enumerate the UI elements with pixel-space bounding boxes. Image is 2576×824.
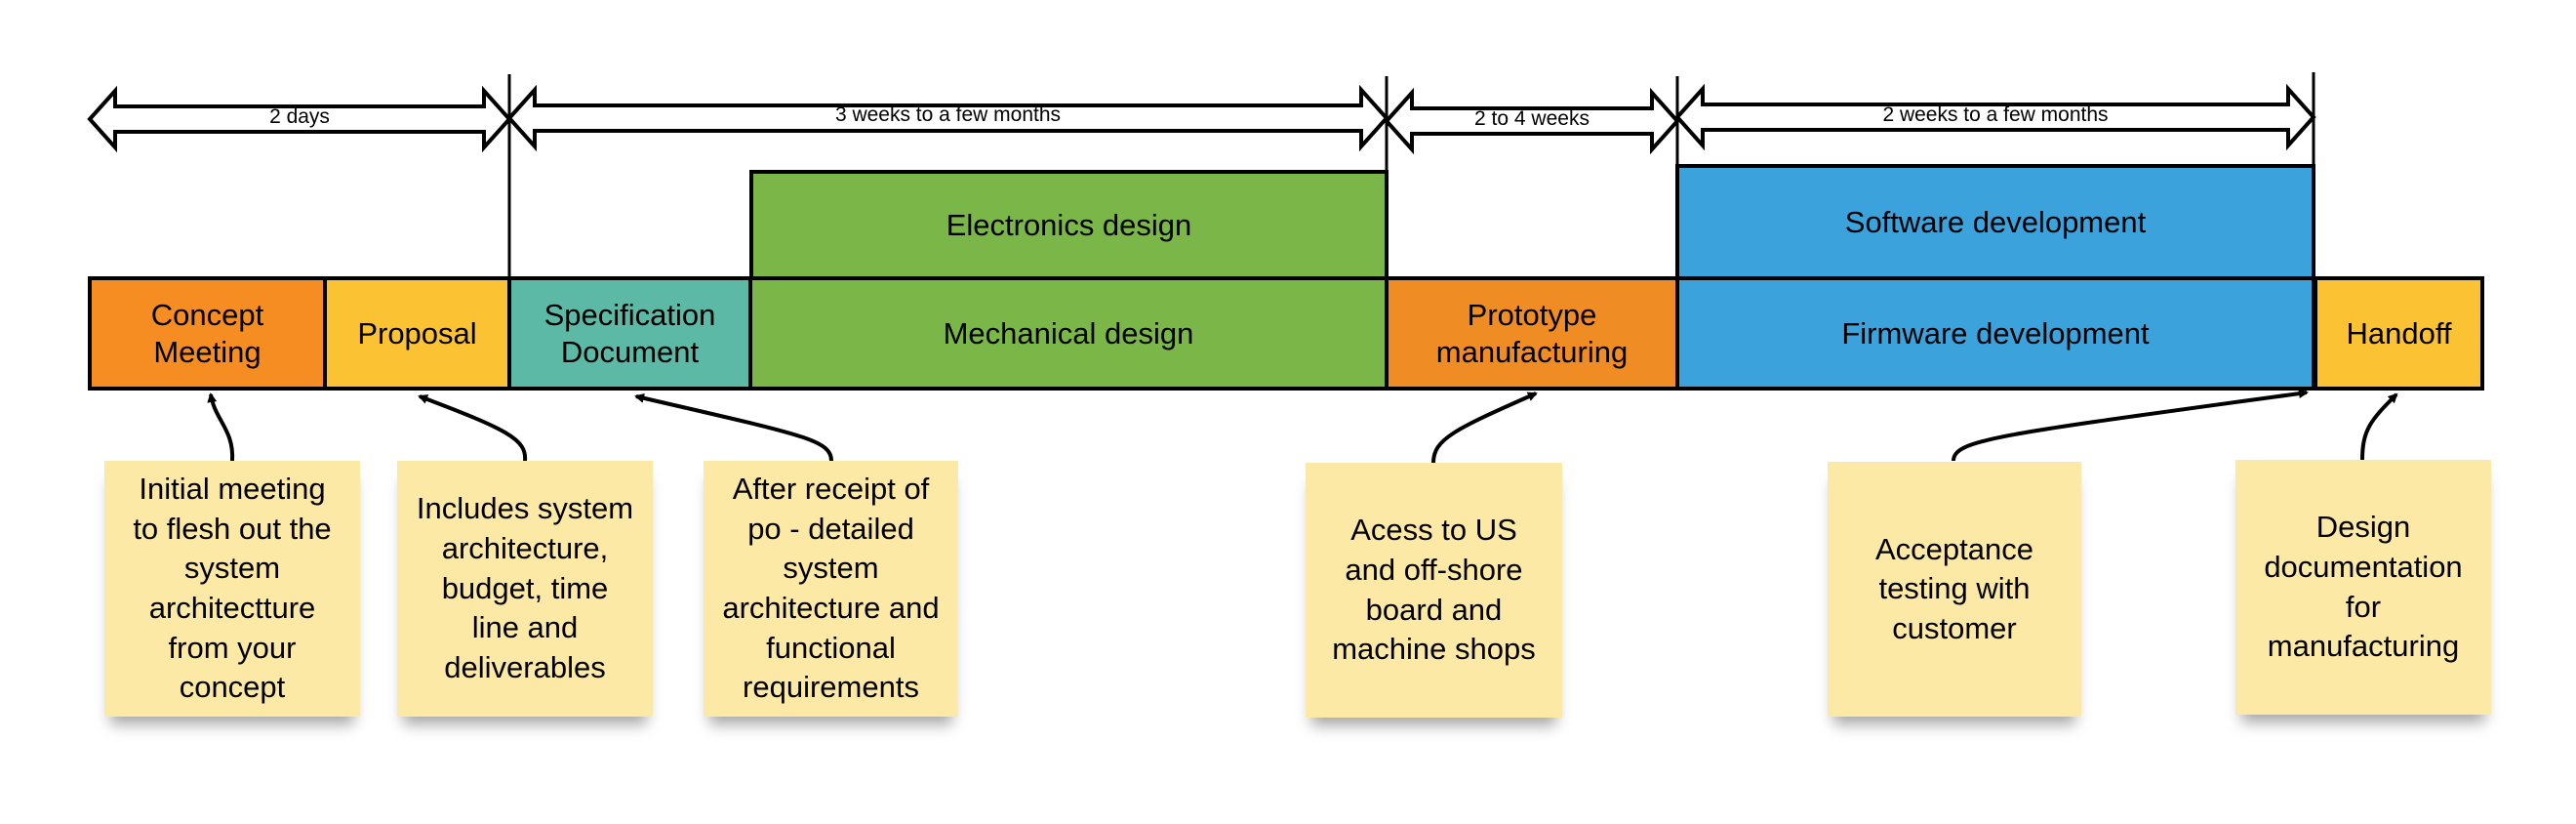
duration-arrow-3 <box>1384 87 1680 155</box>
phase-concept-meeting: Concept Meeting <box>88 276 327 391</box>
connector-arrow-handoff <box>2360 392 2398 461</box>
phase-prototype-manufacturing: Prototype manufacturing <box>1385 276 1679 391</box>
duration-arrow-4 <box>1674 83 2316 151</box>
duration-arrow-2 <box>506 84 1389 152</box>
duration-label-2: 3 weeks to a few months <box>834 103 1062 126</box>
connector-arrow-prototype <box>1431 391 1538 464</box>
note-concept-meeting: Initial meeting to flesh out the system … <box>104 461 360 717</box>
note-specification-document: After receipt of po - detailed system ar… <box>704 461 958 717</box>
connector-arrow-specification <box>634 392 833 462</box>
duration-label-3: 2 to 4 weeks <box>1474 107 1590 130</box>
connector-arrow-proposal <box>418 394 528 462</box>
note-handoff: Design documentation for manufacturing <box>2235 460 2491 715</box>
note-proposal: Includes system architecture, budget, ti… <box>397 461 653 717</box>
phase-software-development: Software development <box>1675 164 2315 280</box>
duration-label-4: 2 weeks to a few months <box>1882 103 2109 126</box>
phase-mechanical-design: Mechanical design <box>748 276 1389 391</box>
duration-label-1: 2 days <box>269 105 330 128</box>
phase-proposal: Proposal <box>323 276 511 391</box>
phase-electronics-design: Electronics design <box>749 170 1389 280</box>
connector-arrow-firmware <box>1952 389 2309 462</box>
note-firmware-development: Acceptance testing with customer <box>1828 462 2081 717</box>
phase-handoff: Handoff <box>2314 276 2484 391</box>
phase-specification-document: Specification Document <box>507 276 752 391</box>
note-prototype-manufacturing: Acess to US and off-shore board and mach… <box>1306 463 1562 718</box>
phase-firmware-development: Firmware development <box>1675 276 2315 391</box>
connector-arrow-concept <box>207 392 235 462</box>
